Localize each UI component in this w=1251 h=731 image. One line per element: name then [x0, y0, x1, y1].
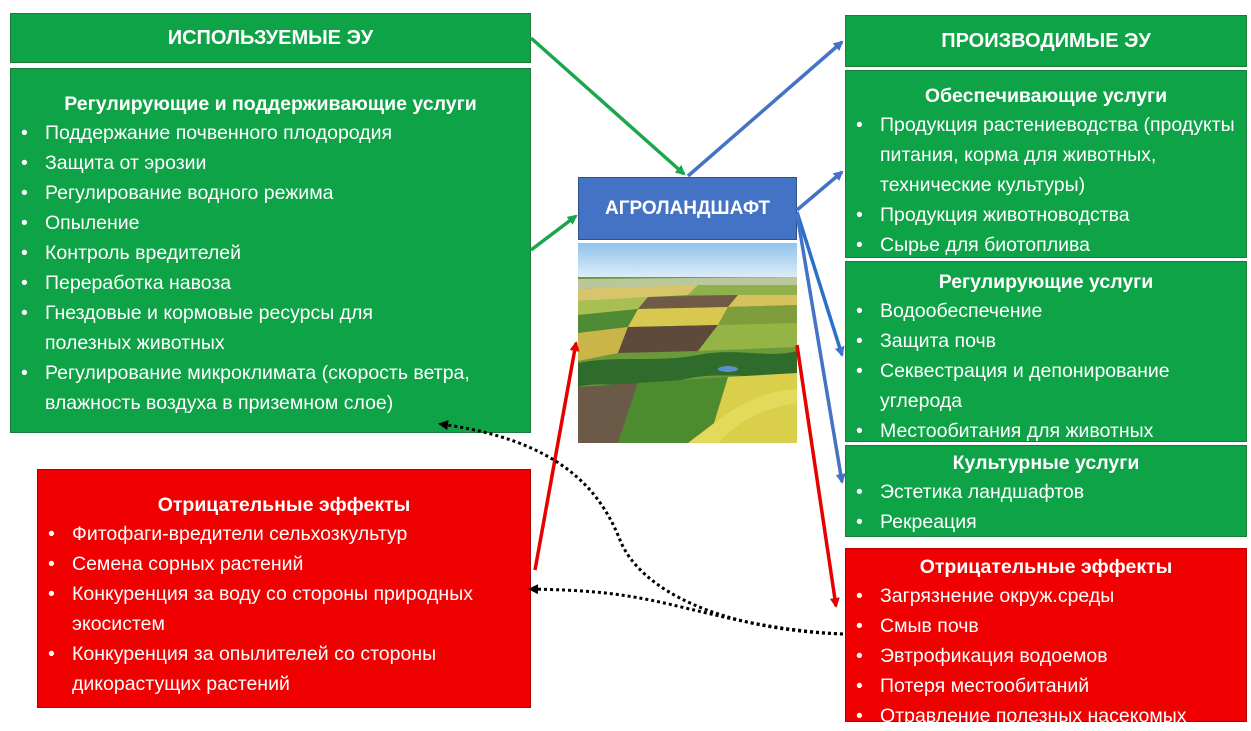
arrow-regulating-to-agro [529, 214, 578, 252]
list-item: Конкуренция за опылителей со стороны дик… [38, 639, 530, 699]
list-item: Эвтрофикация водоемов [846, 641, 1246, 671]
list-item: Регулирование водного режима [11, 178, 530, 208]
list-item: Продукция животноводства [846, 200, 1246, 230]
arrow-agro-to-cultural [795, 213, 846, 484]
list-item: Отравление полезных насекомых [846, 701, 1246, 731]
arrow-negative-to-agro [533, 341, 580, 571]
produced-es-title: ПРОИЗВОДИМЫЕ ЭУ [941, 30, 1151, 52]
dotted-arrow-to-negative [528, 584, 844, 636]
used-negative-box: Отрицательные эффекты Фитофаги-вредители… [37, 469, 531, 708]
list-item: Поддержание почвенного плодородия [11, 118, 530, 148]
produced-es-header: ПРОИЗВОДИМЫЕ ЭУ [845, 15, 1247, 67]
arrow-agro-to-negative [795, 344, 840, 608]
used-es-title: ИСПОЛЬЗУЕМЫЕ ЭУ [167, 27, 374, 49]
list-item: Эстетика ландшафтов [846, 477, 1246, 507]
list-item: Сырье для биотоплива [846, 230, 1246, 260]
list-item: Конкуренция за воду со стороны природных… [38, 579, 530, 639]
used-regulating-list: Поддержание почвенного плодородия Защита… [11, 118, 530, 418]
cultural-box: Культурные услуги Эстетика ландшафтов Ре… [845, 445, 1247, 537]
list-item: Опыление [11, 208, 530, 238]
cultural-title: Культурные услуги [952, 452, 1140, 474]
list-item: Местообитания для животных [846, 416, 1246, 446]
provisioning-list: Продукция растениеводства (продукты пита… [846, 110, 1246, 260]
provisioning-box: Обеспечивающие услуги Продукция растение… [845, 70, 1247, 260]
used-regulating-box: Регулирующие и поддерживающие услуги Под… [10, 68, 531, 433]
list-item: Смыв почв [846, 611, 1246, 641]
produced-negative-box: Отрицательные эффекты Загрязнение окруж.… [845, 548, 1247, 731]
used-regulating-title: Регулирующие и поддерживающие услуги [64, 93, 477, 115]
agrolandscape-photo [578, 243, 797, 443]
produced-negative-list: Загрязнение окруж.среды Смыв почв Эвтроф… [846, 581, 1246, 731]
list-item: Контроль вредителей [11, 238, 530, 268]
produced-regulating-box: Регулирующие услуги Водообеспечение Защи… [845, 261, 1247, 446]
field-landscape-image [578, 243, 797, 443]
produced-negative-title: Отрицательные эффекты [919, 556, 1173, 578]
list-item: Водообеспечение [846, 296, 1246, 326]
list-item: Гнездовые и кормовые ресурсы для полезны… [11, 298, 530, 358]
list-item: Переработка навоза [11, 268, 530, 298]
arrow-used-to-agro [529, 36, 686, 176]
provisioning-title: Обеспечивающие услуги [924, 85, 1168, 107]
agrolandscape-box: АГРОЛАНДШАФТ [578, 177, 797, 240]
used-es-header: ИСПОЛЬЗУЕМЫЕ ЭУ [10, 13, 531, 63]
arrow-agro-to-provisioning [795, 170, 844, 212]
list-item: Регулирование микроклимата (скорость вет… [11, 358, 530, 418]
list-item: Защита почв [846, 326, 1246, 356]
list-item: Рекреация [846, 507, 1246, 537]
list-item: Загрязнение окруж.среды [846, 581, 1246, 611]
used-negative-title: Отрицательные эффекты [157, 494, 411, 516]
list-item: Секвестрация и депонирование углерода [846, 356, 1246, 416]
agrolandscape-title: АГРОЛАНДШАФТ [605, 198, 770, 219]
list-item: Продукция растениеводства (продукты пита… [846, 110, 1246, 200]
list-item: Потеря местообитаний [846, 671, 1246, 701]
list-item: Фитофаги-вредители сельхозкультур [38, 519, 530, 549]
produced-regulating-title: Регулирующие услуги [938, 271, 1154, 293]
list-item: Семена сорных растений [38, 549, 530, 579]
arrow-agro-to-regulating [795, 211, 845, 357]
arrow-agro-to-produced [686, 40, 844, 178]
produced-regulating-list: Водообеспечение Защита почв Секвестрация… [846, 296, 1246, 446]
cultural-list: Эстетика ландшафтов Рекреация [846, 477, 1246, 537]
list-item: Защита от эрозии [11, 148, 530, 178]
used-negative-list: Фитофаги-вредители сельхозкультур Семена… [38, 519, 530, 699]
